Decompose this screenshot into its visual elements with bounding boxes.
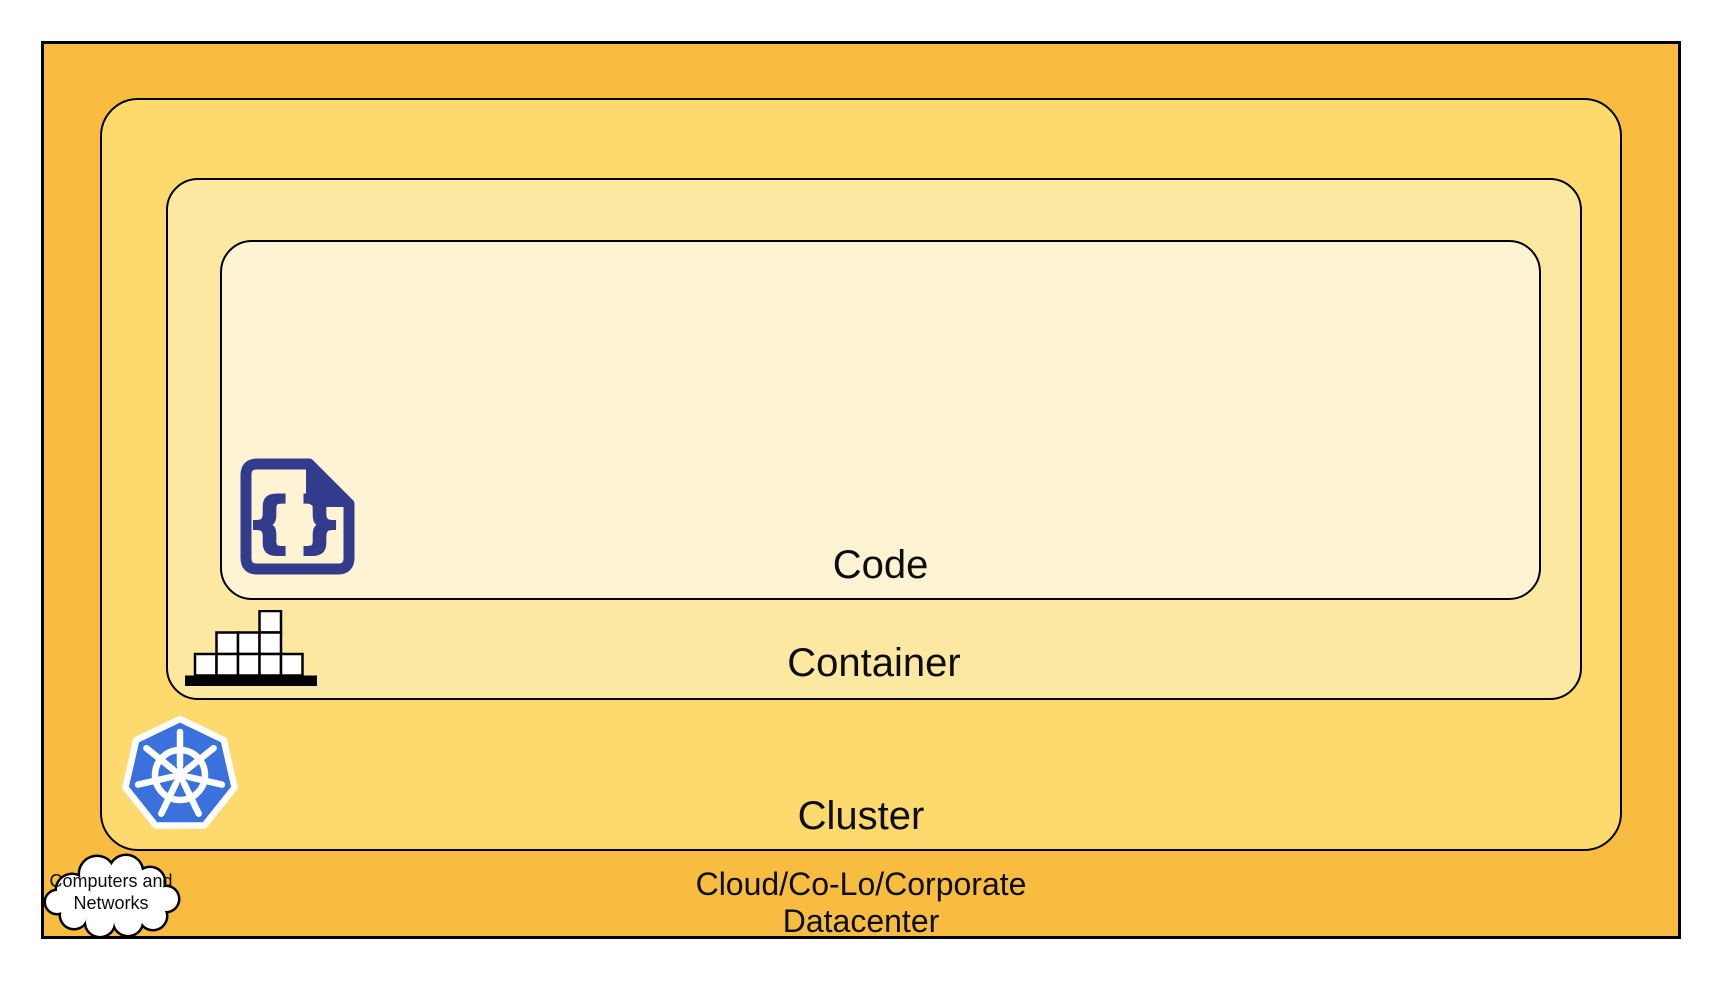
container-layer-label: Container bbox=[787, 641, 961, 685]
cloud-icon bbox=[43, 853, 181, 939]
datacenter-layer-label: Cloud/Co-Lo/Corporate Datacenter bbox=[41, 866, 1681, 940]
cloud-callout-line1: Computers and bbox=[49, 871, 173, 891]
svg-text:{}: {} bbox=[246, 486, 347, 560]
code-layer-label: Code bbox=[832, 543, 929, 587]
cluster-layer-label: Cluster bbox=[797, 794, 925, 838]
cloud-callout-line2: Networks bbox=[73, 893, 149, 913]
container-stack-icon bbox=[185, 610, 317, 686]
code-layer-box bbox=[220, 240, 1541, 600]
kubernetes-logo-icon bbox=[122, 715, 238, 829]
code-file-icon: {} bbox=[240, 458, 355, 575]
cloud-callout-label: Computers and Networks bbox=[40, 870, 182, 914]
datacenter-label-line2: Datacenter bbox=[782, 903, 940, 939]
datacenter-label-line1: Cloud/Co-Lo/Corporate bbox=[695, 866, 1027, 902]
